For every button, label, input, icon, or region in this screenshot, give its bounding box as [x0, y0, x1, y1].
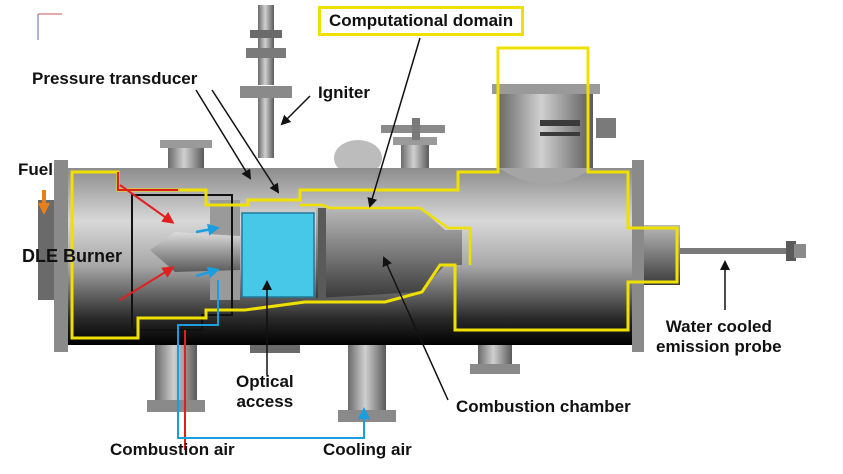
bottom-pipes [147, 345, 520, 422]
igniter-label: Igniter [318, 83, 370, 102]
water-cooled-emission-probe-label: Water cooled emission probe [656, 317, 782, 357]
computational-domain-label: Computational domain [318, 6, 525, 36]
domain-throat-outline [300, 203, 472, 265]
inner-casing-outline [131, 194, 233, 331]
end-flanges [38, 160, 680, 352]
cooling-air-flow [177, 223, 370, 439]
combustion-chamber-label: Combustion chamber [456, 397, 631, 416]
combustion-liner [316, 208, 462, 298]
liner-ring [318, 208, 326, 298]
cooling-air-label: Cooling air [323, 440, 412, 459]
optical-line-2: access [236, 392, 294, 411]
dome [499, 168, 593, 184]
top-flanges [160, 84, 616, 176]
igniter-stack [240, 5, 292, 158]
water-cooled-line-2: emission probe [656, 337, 782, 356]
combustion-air-flow [117, 172, 186, 450]
optical-access-label: Optical access [236, 372, 294, 412]
emission-probe [680, 241, 806, 261]
pressure-transducer-label: Pressure transducer [32, 69, 198, 88]
leader-lines [195, 37, 730, 401]
fuel-label: Fuel [18, 160, 53, 179]
optical-line-1: Optical [236, 372, 294, 391]
optical-window [241, 212, 315, 298]
computational-domain-outline [70, 46, 679, 340]
axis-triad [37, 13, 62, 40]
right-vessel [448, 168, 632, 345]
dle-burner-body [150, 232, 240, 272]
water-cooled-line-1: Water cooled [665, 317, 772, 336]
dle-burner-label: DLE Burner [22, 246, 123, 266]
combustion-air-label: Combustion air [110, 440, 235, 459]
